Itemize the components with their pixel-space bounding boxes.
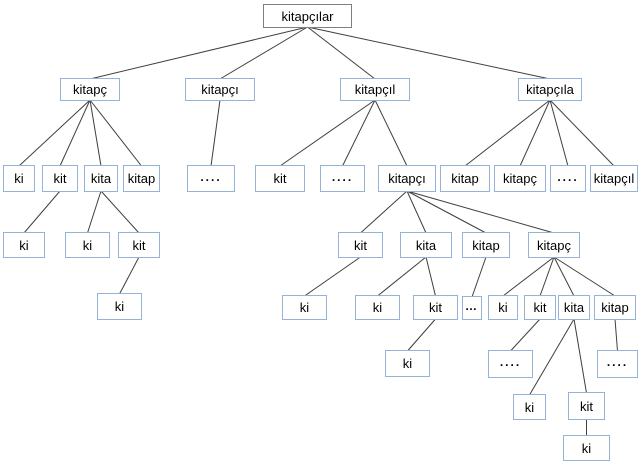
tree-node: kitapçıl bbox=[590, 165, 638, 192]
tree-edge bbox=[360, 190, 408, 234]
tree-node: ki bbox=[563, 435, 610, 461]
tree-node: kit bbox=[568, 392, 605, 420]
tree-node: ki bbox=[97, 293, 142, 320]
tree-node: kita bbox=[84, 165, 118, 192]
tree-node: kitap bbox=[440, 165, 490, 192]
tree-node: kit bbox=[255, 165, 305, 192]
tree-edge bbox=[374, 99, 408, 167]
tree-edge bbox=[119, 256, 140, 295]
tree-edge bbox=[425, 256, 436, 297]
tree-edge bbox=[406, 190, 487, 234]
tree-node: ki bbox=[282, 295, 327, 320]
tree-node: kit bbox=[42, 165, 78, 192]
tree-node: .... bbox=[550, 165, 586, 192]
tree-edge bbox=[406, 190, 555, 234]
tree-node: .... bbox=[320, 165, 365, 192]
tree-edge bbox=[23, 190, 61, 234]
tree-edge bbox=[539, 256, 555, 297]
tree-node: ki bbox=[385, 350, 430, 377]
tree-edge bbox=[553, 256, 616, 297]
tree-edge bbox=[549, 99, 569, 167]
tree-node: kitapç bbox=[494, 165, 546, 192]
tree-node: kitapçı bbox=[378, 165, 436, 192]
tree-root-node: kitapçılar bbox=[263, 4, 352, 28]
tree-edge bbox=[210, 99, 221, 167]
tree-node: kit bbox=[524, 295, 556, 320]
tree-edge bbox=[377, 256, 427, 297]
tree-node: ki bbox=[513, 394, 546, 420]
tree-edge bbox=[614, 318, 618, 352]
tree-edge bbox=[407, 318, 436, 352]
tree-node: kitap bbox=[462, 232, 510, 258]
tree-edge bbox=[502, 256, 555, 297]
tree-edge bbox=[18, 99, 91, 167]
tree-node: … bbox=[462, 296, 482, 320]
tree-node: .... bbox=[488, 350, 533, 378]
tree-edge bbox=[59, 99, 91, 167]
tree-edge bbox=[307, 26, 376, 80]
tree-node: .... bbox=[597, 350, 638, 378]
tree-node: kit bbox=[338, 232, 383, 258]
tree-edge bbox=[529, 318, 575, 396]
tree-edge bbox=[100, 190, 140, 234]
tree-edge bbox=[87, 190, 102, 234]
tree-node: ki bbox=[3, 165, 35, 192]
tree-edge bbox=[89, 99, 102, 167]
tree-edge bbox=[342, 99, 376, 167]
tree-node: ki bbox=[65, 232, 110, 258]
tree-node: kitapçıl bbox=[340, 78, 410, 101]
tree-node: kitapç bbox=[60, 78, 120, 101]
tree-edge bbox=[219, 26, 308, 80]
tree-node: kit bbox=[118, 232, 160, 258]
tree-node: kit bbox=[413, 295, 458, 320]
tree-edge bbox=[304, 256, 361, 297]
tree-edge bbox=[510, 318, 541, 352]
tree-edge bbox=[307, 26, 551, 80]
tree-node: ki bbox=[355, 295, 400, 320]
tree-edge bbox=[519, 99, 551, 167]
tree-node: kitapç bbox=[528, 232, 580, 258]
tree-node: kitap bbox=[123, 165, 160, 192]
tree-edge bbox=[471, 256, 487, 298]
tree-edge bbox=[406, 190, 427, 234]
tree-edge bbox=[549, 99, 615, 167]
tree-node: kita bbox=[558, 295, 590, 320]
tree-edge bbox=[89, 99, 142, 167]
tree-edge bbox=[279, 99, 376, 167]
tree-node: kitapçı bbox=[185, 78, 255, 101]
tree-node: kitap bbox=[594, 295, 636, 320]
tree-edge bbox=[464, 99, 551, 167]
tree-edge bbox=[573, 318, 587, 394]
tree-node: ki bbox=[3, 232, 45, 258]
tree-node: ki bbox=[488, 295, 518, 320]
tree-node: kita bbox=[400, 232, 452, 258]
tree-node: .... bbox=[187, 165, 235, 192]
tree-edge bbox=[553, 256, 575, 297]
tree-edge bbox=[89, 26, 308, 80]
tree-node: kitapçıla bbox=[518, 78, 582, 101]
